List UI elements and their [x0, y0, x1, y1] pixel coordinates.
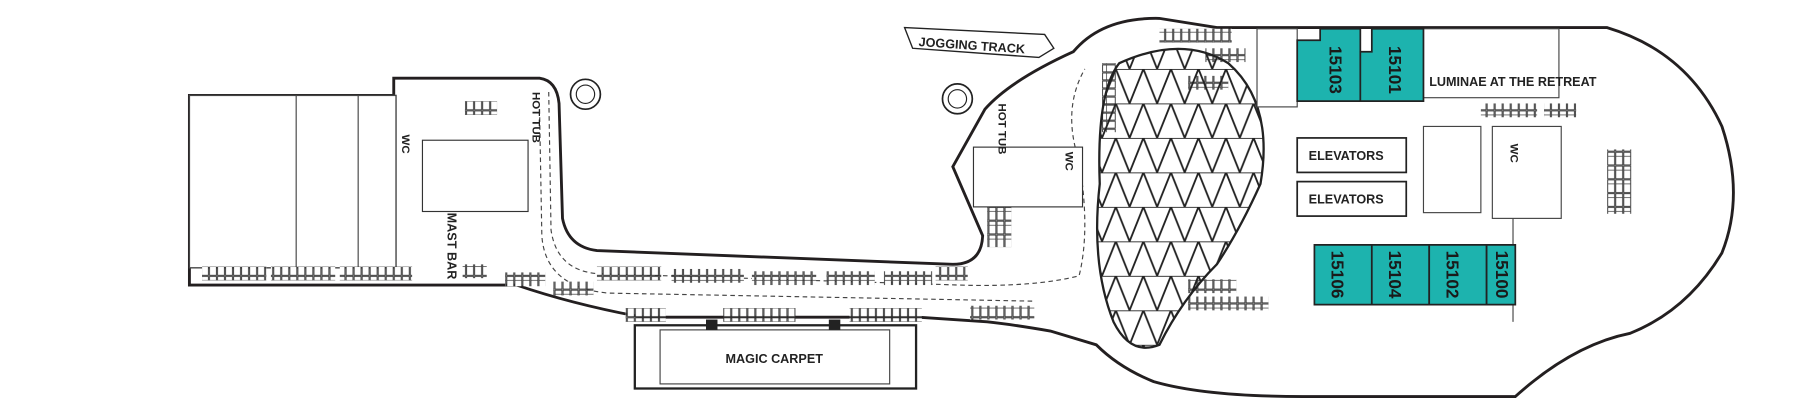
wc-fwd-label: WC: [1508, 144, 1520, 163]
wc-mid-label: WC: [1062, 152, 1074, 171]
magic-carpet[interactable]: [633, 324, 918, 390]
cabin-number: 15106: [1328, 251, 1348, 299]
elevators-lower-label: ELEVATORS: [1309, 192, 1384, 206]
hot-tub-mid-label: HOT TUB: [996, 103, 1008, 154]
cabin-number: 15100: [1492, 251, 1512, 299]
hot-tub-aft-label: HOT TUB: [530, 92, 542, 143]
cabin-15103[interactable]: 15103: [1296, 27, 1362, 103]
cabin-15101[interactable]: 15101: [1359, 27, 1425, 103]
cabin-number: 15103: [1325, 46, 1345, 94]
luminae-label: LUMINAE AT THE RETREAT: [1429, 75, 1597, 89]
cabin-15104[interactable]: 15104: [1370, 243, 1431, 306]
elevators-upper[interactable]: [1296, 137, 1408, 174]
magic-carpet-label: MAGIC CARPET: [726, 352, 824, 366]
mid-structure: [972, 146, 1084, 208]
wc-aft-label: WC: [399, 134, 411, 153]
cabin-number: 15101: [1385, 46, 1405, 94]
cabin-15106[interactable]: 15106: [1313, 243, 1373, 306]
cabin-number: 15104: [1385, 251, 1405, 299]
elevators-lower[interactable]: [1296, 180, 1408, 217]
pool[interactable]: [421, 139, 529, 213]
cabin-number: 15102: [1442, 251, 1462, 299]
aft-structure: [188, 94, 397, 269]
cabin-15102[interactable]: 15102: [1428, 243, 1488, 306]
jogging-track-path: [548, 68, 1086, 287]
elevators-upper-label: ELEVATORS: [1309, 149, 1384, 163]
cabin-15100[interactable]: 15100: [1485, 243, 1517, 306]
jogging-track-sign: [903, 26, 1055, 59]
lounger-rows: [202, 28, 1632, 322]
mast-bar-label: MAST BAR: [445, 213, 459, 280]
